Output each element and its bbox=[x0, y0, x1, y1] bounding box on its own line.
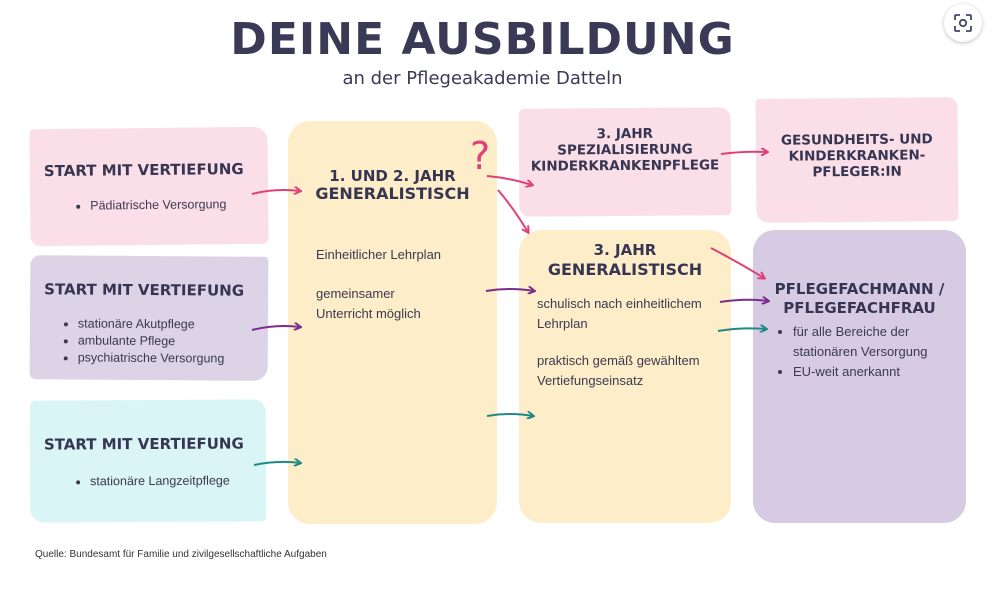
arrow-years-to-specialization bbox=[486, 175, 532, 185]
page-title: DEINE AUSBILDUNG bbox=[230, 14, 735, 65]
arrow-years-to-year3-teal bbox=[486, 414, 533, 416]
text-line: Unterricht möglich bbox=[316, 306, 421, 321]
heading-line: 1. UND 2. JAHR bbox=[329, 167, 456, 185]
text-line: praktisch gemäß gewähltem bbox=[537, 353, 700, 368]
question-mark: ? bbox=[470, 134, 491, 178]
arrow-years-to-year3-purple bbox=[485, 289, 534, 291]
years-1-2-heading: 1. UND 2. JAHR GENERALISTISCH bbox=[288, 167, 497, 203]
heading-line: 3. JAHR bbox=[593, 241, 657, 259]
list-item: für alle Bereiche der stationären Versor… bbox=[793, 322, 963, 362]
expand-button[interactable] bbox=[944, 4, 982, 42]
practical-text: praktisch gemäß gewähltem Vertiefungsein… bbox=[537, 351, 700, 391]
heading-line: GENERALISTISCH bbox=[315, 184, 470, 203]
heading-line: PFLEGEFACHFRAU bbox=[783, 299, 936, 317]
arrow-paediatric-to-years bbox=[251, 190, 300, 194]
list-item: EU-weit anerkannt bbox=[793, 362, 963, 382]
joint-lessons-text: gemeinsamer Unterricht möglich bbox=[316, 284, 421, 324]
year-3-heading: 3. JAHR GENERALISTISCH bbox=[519, 241, 731, 279]
arrow-longterm-to-years bbox=[253, 462, 300, 465]
source-note: Quelle: Bundesamt für Familie und zivilg… bbox=[35, 549, 327, 560]
heading-line: GENERALISTISCH bbox=[547, 260, 703, 279]
result-nurse-box: PFLEGEFACHMANN / PFLEGEFACHFRAU für alle… bbox=[753, 230, 966, 523]
text-line: gemeinsamer bbox=[316, 286, 395, 301]
arrow-year3-to-nurse-purple bbox=[719, 300, 768, 302]
text-line: schulisch nach einheitlichem bbox=[537, 296, 702, 311]
text-line: Lehrplan bbox=[537, 316, 588, 331]
text-line: Vertiefungseinsatz bbox=[537, 373, 644, 388]
page-subtitle: an der Pflegeakademie Datteln bbox=[342, 68, 623, 89]
focus-expand-icon bbox=[954, 14, 972, 32]
heading-line: PFLEGEFACHMANN / bbox=[774, 280, 945, 298]
result-nurse-list: für alle Bereiche der stationären Versor… bbox=[779, 322, 963, 382]
year-3-box: 3. JAHR GENERALISTISCH schulisch nach ei… bbox=[519, 230, 731, 523]
result-nurse-heading: PFLEGEFACHMANN / PFLEGEFACHFRAU bbox=[753, 280, 966, 318]
years-1-2-box: 1. UND 2. JAHR GENERALISTISCH Einheitlic… bbox=[288, 121, 497, 524]
arrow-year3-to-nurse-teal bbox=[717, 328, 766, 331]
arrow-specialization-to-result bbox=[720, 152, 767, 154]
curriculum-text: Einheitlicher Lehrplan bbox=[316, 247, 442, 262]
school-text: schulisch nach einheitlichem Lehrplan bbox=[537, 294, 702, 334]
arrow-year3-to-nurse-pink bbox=[710, 247, 764, 278]
arrow-acute-to-years bbox=[251, 326, 300, 330]
arrow-years-to-year3 bbox=[497, 189, 528, 232]
